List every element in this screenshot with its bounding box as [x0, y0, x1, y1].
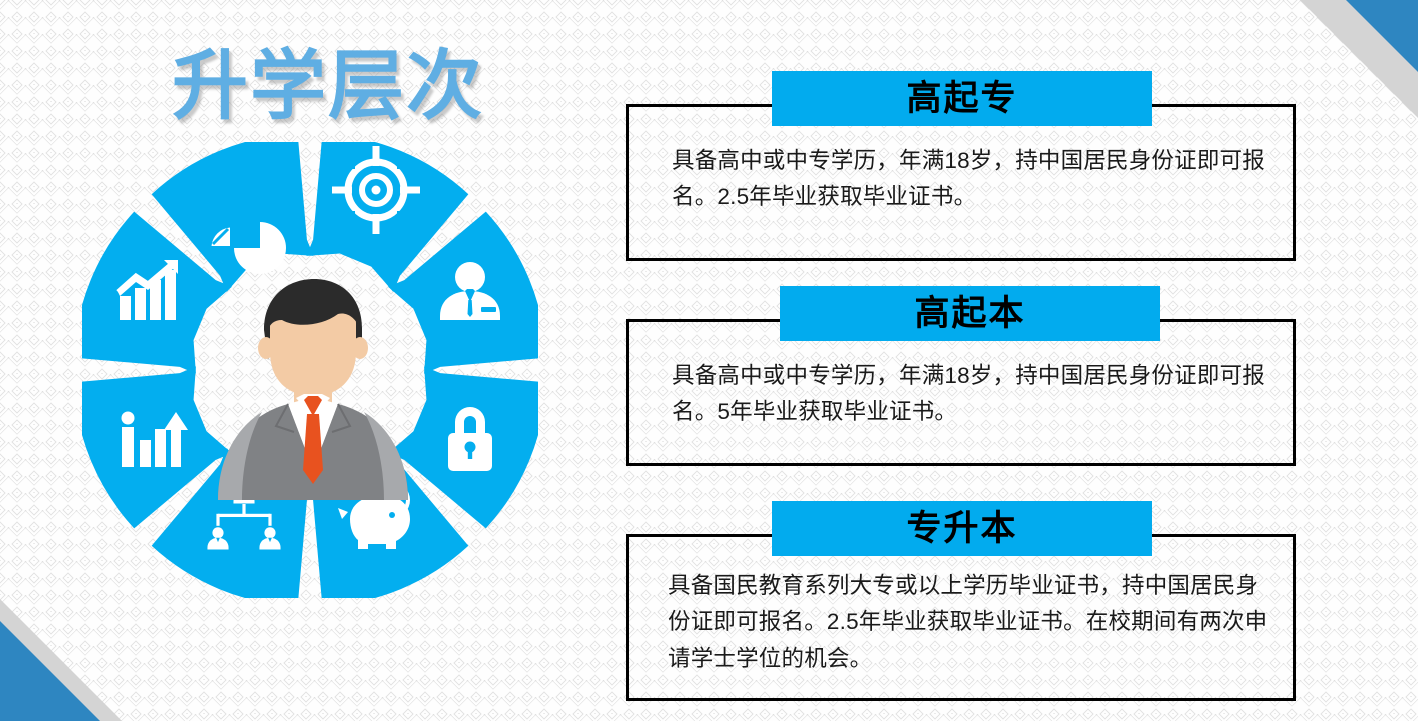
card-header-banner: 高起专 — [772, 71, 1152, 126]
lock-icon — [448, 407, 492, 471]
card-header-title: 专升本 — [906, 509, 1018, 548]
education-levels-card-list: 高起专 具备高中或中专学历，年满18岁，持中国居民身份证即可报名。2.5年毕业获… — [620, 60, 1310, 701]
education-level-card: 高起本 具备高中或中专学历，年满18岁，持中国居民身份证即可报名。5年毕业获取毕… — [620, 286, 1310, 466]
card-body-text: 具备高中或中专学历，年满18岁，持中国居民身份证即可报名。2.5年毕业获取毕业证… — [672, 148, 1265, 210]
page-title: 升学层次 — [172, 44, 484, 129]
card-body-text: 具备高中或中专学历，年满18岁，持中国居民身份证即可报名。5年毕业获取毕业证书。 — [672, 363, 1265, 425]
bar-line-chart-icon — [116, 260, 178, 320]
target-icon — [332, 146, 420, 234]
card-header-title: 高起本 — [914, 294, 1026, 333]
corner-decoration-top-right — [1300, 0, 1418, 118]
user-tie-icon — [440, 262, 500, 320]
card-header-banner: 高起本 — [780, 286, 1160, 341]
wheel-infographic: $ — [82, 142, 538, 598]
person-growth-bar-icon — [121, 411, 188, 467]
education-level-card: 高起专 具备高中或中专学历，年满18岁，持中国居民身份证即可报名。2.5年毕业获… — [620, 71, 1310, 261]
card-header-banner: 专升本 — [772, 501, 1152, 556]
card-header-title: 高起专 — [906, 79, 1018, 118]
corner-decoration-bottom-left — [0, 561, 160, 721]
education-level-card: 专升本 具备国民教育系列大专或以上学历毕业证书，持中国居民身份证即可报名。2.5… — [620, 501, 1310, 701]
card-body-text: 具备国民教育系列大专或以上学历毕业证书，持中国居民身份证即可报名。2.5年毕业获… — [668, 573, 1268, 671]
pie-chart-icon — [208, 222, 286, 274]
businessman-avatar — [218, 279, 408, 500]
